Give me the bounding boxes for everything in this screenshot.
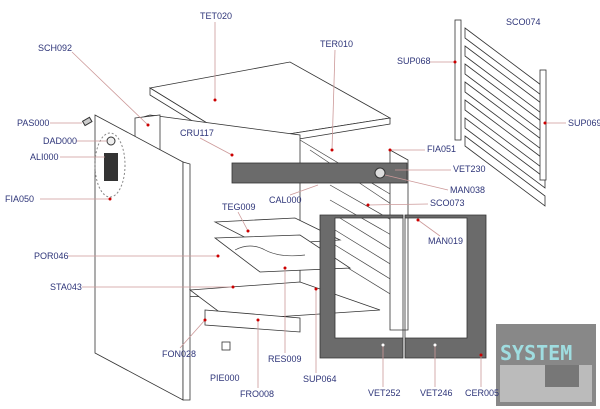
lower-plate	[213, 234, 352, 273]
power-module	[104, 153, 118, 181]
foot	[221, 341, 231, 351]
label-SUP064: SUP064	[303, 374, 337, 384]
thermostat-knob	[374, 167, 386, 179]
label-SUP069: SUP069	[568, 118, 600, 128]
label-SUP068: SUP068	[397, 56, 431, 66]
label-PAS000: PAS000	[17, 118, 49, 128]
right-shelf-support	[539, 69, 547, 181]
label-MAN019: MAN019	[428, 236, 463, 246]
leader-lines	[40, 22, 566, 388]
cable-gland	[81, 116, 93, 127]
right-glass-door	[404, 214, 487, 359]
label-VET230: VET230	[453, 164, 486, 174]
label-VET246: VET246	[420, 388, 453, 398]
label-STA043: STA043	[50, 282, 82, 292]
label-TEG009: TEG009	[222, 202, 256, 212]
label-PIE000: PIE000	[210, 373, 240, 383]
label-FON028: FON028	[162, 349, 196, 359]
label-SCH092: SCH092	[38, 43, 72, 53]
shelf-pack	[464, 27, 546, 207]
label-FRO008: FRO008	[240, 389, 274, 399]
system-logo: SYSTEM	[496, 324, 596, 406]
label-VET252: VET252	[368, 388, 401, 398]
label-RES009: RES009	[268, 354, 302, 364]
part-labels: TET020 SCH092 TER010 SCO074 SUP068 SUP06…	[5, 11, 600, 399]
label-SCO074: SCO074	[506, 17, 541, 27]
label-CAL000: CAL000	[269, 195, 302, 205]
left-glass-door	[319, 214, 404, 359]
label-FIA051: FIA051	[427, 144, 456, 154]
heating-element	[234, 245, 306, 257]
label-FIA050: FIA050	[5, 194, 34, 204]
logo-text: SYSTEM	[500, 341, 572, 365]
label-CER005: CER005	[465, 388, 499, 398]
label-ALI000: ALI000	[30, 152, 59, 162]
left-side-panel-edge	[182, 161, 191, 401]
right-frame	[389, 149, 409, 331]
indicator-lamp	[106, 136, 116, 146]
label-MAN038: MAN038	[450, 185, 485, 195]
label-SCO073: SCO073	[430, 198, 465, 208]
label-CRU117: CRU117	[180, 128, 214, 138]
label-DAD000: DAD000	[43, 136, 77, 146]
label-TET020: TET020	[200, 11, 232, 21]
left-shelf-support	[454, 19, 462, 141]
label-POR046: POR046	[34, 251, 69, 261]
control-area-outline	[94, 132, 126, 198]
label-TER010: TER010	[320, 39, 353, 49]
control-strip	[231, 162, 408, 184]
